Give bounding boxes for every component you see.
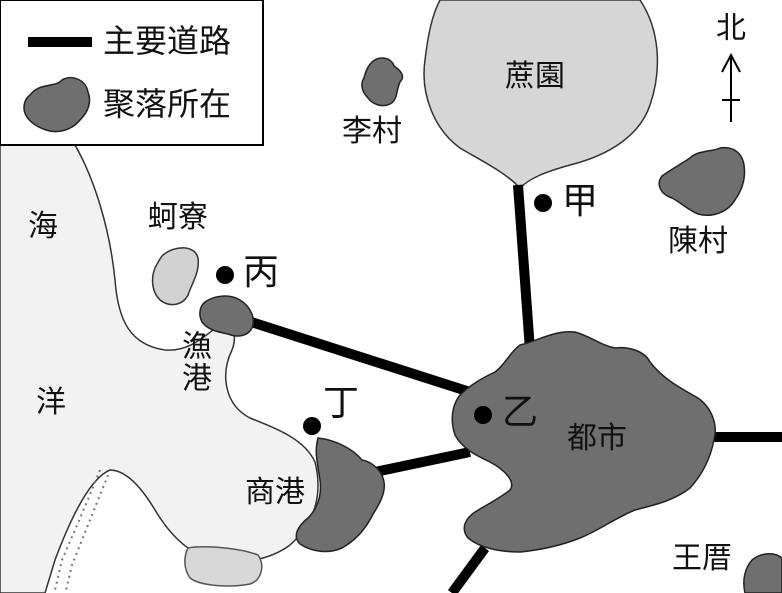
settlement-wang-cuo [743, 553, 782, 593]
label-li-village: 李村 [342, 114, 402, 149]
legend-road-label: 主要道路 [103, 22, 232, 60]
islet [151, 247, 200, 306]
legend-settlement-swatch [23, 76, 91, 133]
ocean [0, 144, 319, 593]
label-point-bing: 丙 [243, 252, 280, 293]
settlement-chen-village [658, 146, 746, 216]
settlement-fishing-port [199, 295, 254, 337]
point-ding-marker [303, 417, 321, 435]
sandbar [184, 546, 263, 587]
label-point-jia: 甲 [562, 181, 599, 222]
main-roads [243, 184, 782, 593]
settlement-li-village [361, 57, 404, 107]
label-city: 都市 [567, 421, 627, 456]
label-ke-liao: 蚵寮 [148, 200, 208, 235]
label-wang-cuo: 王厝 [672, 541, 732, 576]
north-arrow-icon [721, 52, 741, 122]
label-fishing-port: 漁港 [176, 330, 211, 394]
label-sea-2: 洋 [36, 385, 66, 420]
label-chen-village: 陳村 [668, 224, 728, 259]
label-sugarcane-field: 蔗園 [505, 59, 565, 94]
legend-settlement-label: 聚落所在 [103, 85, 232, 123]
point-yi-marker [474, 406, 492, 424]
north-label: 北 [716, 11, 746, 46]
label-sea-1: 海 [28, 209, 58, 244]
settlement-city [451, 331, 716, 553]
point-jia-marker [534, 194, 552, 212]
label-point-yi: 乙 [502, 392, 539, 433]
settlement-commercial-port [295, 437, 386, 553]
label-point-ding: 丁 [323, 383, 360, 424]
settlements [199, 57, 782, 593]
label-commercial-port: 商港 [245, 475, 305, 510]
point-bing-marker [216, 266, 234, 284]
